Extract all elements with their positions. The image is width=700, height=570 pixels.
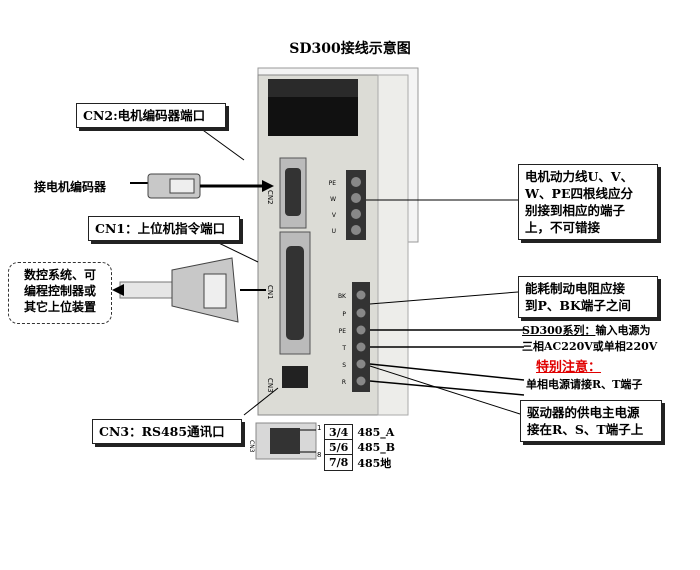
power-terminal-block: [352, 282, 370, 392]
main-power-callout: 驱动器的供电主电源 接在R、S、T端子上: [520, 400, 662, 442]
encoder-label: 接电机编码器: [34, 180, 107, 194]
terminal-label: U: [332, 228, 336, 235]
upper-device-line: 编程控制器或: [23, 284, 96, 298]
cn2-port: [285, 168, 301, 216]
terminal-label: PE: [329, 180, 337, 187]
cn2-leader: [199, 127, 245, 161]
terminal-label: R: [342, 379, 346, 386]
terminal-screw: [356, 359, 366, 369]
rj45-detail-port: [270, 428, 300, 454]
motor-power-callout: 电机动力线U、V、 W、PE四根线应分 别接到相应的端子 上，不可错接: [518, 164, 658, 240]
terminal-label: P: [342, 311, 346, 318]
cn3-port: [282, 366, 308, 388]
signal-cell: 485_A: [357, 425, 395, 439]
cn1-plug-face: [203, 273, 227, 309]
upper-device-box: 数控系统、可 编程控制器或 其它上位装置: [8, 262, 112, 324]
terminal-label: S: [342, 362, 346, 369]
terminal-label: BK: [338, 293, 347, 300]
brake-resistor-callout: 能耗制动电阻应接 到P、BK端子之间: [518, 276, 658, 318]
device-side: [377, 74, 409, 416]
callout-line: 接在R、S、T端子上: [527, 422, 644, 437]
encoder-plug-face: [169, 178, 195, 194]
cn3-callout: CN3：RS485通讯口: [92, 419, 242, 444]
main-power-leader: [369, 365, 521, 415]
cn1-cable: [119, 281, 173, 299]
table-row: 5/6 485_B: [323, 439, 400, 455]
terminal-screw: [351, 193, 361, 203]
table-row: 3/4 485_A: [323, 424, 400, 440]
terminal-label: W: [330, 196, 336, 203]
rj45-pin-1: 1: [317, 424, 321, 432]
terminal-screw: [356, 376, 366, 386]
signal-cell: 485_B: [357, 440, 396, 454]
pin-cell: 3/4: [323, 424, 354, 440]
power-input-line-1: SD300系列：输入电源为: [522, 322, 650, 338]
callout-line: W、PE四根线应分: [525, 186, 633, 201]
terminal-label: V: [332, 212, 337, 219]
terminal-screw: [356, 308, 366, 318]
terminal-label: PE: [339, 328, 347, 335]
power-input-line-2: 三相AC220V或单相220V: [522, 340, 658, 353]
power-input-text: 输入电源为: [595, 324, 651, 337]
rs485-pin-table: 3/4 485_A 5/6 485_B 7/8 485地: [323, 424, 400, 471]
signal-cell: 485地: [357, 456, 392, 470]
brake-leader: [369, 291, 519, 305]
cn2-device-label: CN2: [266, 190, 274, 205]
callout-line: 上，不可错接: [525, 220, 601, 235]
special-note: 特别注意：: [536, 360, 602, 375]
callout-line: 能耗制动电阻应接: [525, 281, 626, 296]
terminal-screw: [356, 290, 366, 300]
terminal-screw: [351, 209, 361, 219]
cn2-callout: CN2:电机编码器端口: [76, 103, 226, 128]
cn1-port: [286, 246, 304, 340]
terminal-label: T: [341, 345, 346, 352]
cn3-detail-label: CN3: [248, 440, 255, 453]
cn1-device-label: CN1: [266, 285, 274, 300]
display-top: [268, 79, 358, 97]
table-row: 7/8 485地: [323, 454, 400, 471]
single-phase-note: 单相电源请接R、T端子: [526, 378, 643, 391]
power-leader: [369, 363, 525, 381]
cn3-device-label: CN3: [266, 378, 274, 393]
power-leader: [369, 380, 525, 396]
cn3-leader: [243, 387, 279, 416]
pin-cell: 7/8: [323, 454, 354, 471]
cn1-callout: CN1：上位机指令端口: [88, 216, 240, 241]
page-title: SD300接线示意图: [289, 41, 411, 57]
terminal-screw: [356, 342, 366, 352]
terminal-screw: [356, 325, 366, 335]
encoder-arrow-head: [262, 180, 274, 192]
callout-line: 到P、BK端子之间: [525, 298, 631, 313]
upper-device-line: 数控系统、可: [23, 268, 96, 282]
pin-cell: 5/6: [323, 439, 354, 455]
upper-device-arrow-head: [112, 284, 124, 296]
terminal-screw: [351, 177, 361, 187]
series-name: SD300系列：: [522, 324, 596, 337]
callout-line: 驱动器的供电主电源: [527, 405, 640, 420]
rj45-pin-8: 8: [317, 451, 321, 459]
callout-line: 别接到相应的端子: [525, 203, 626, 218]
terminal-screw: [351, 225, 361, 235]
motor-terminal-block: [346, 170, 366, 240]
upper-device-line: 其它上位装置: [23, 300, 96, 314]
callout-line: 电机动力线U、V、: [525, 169, 634, 184]
